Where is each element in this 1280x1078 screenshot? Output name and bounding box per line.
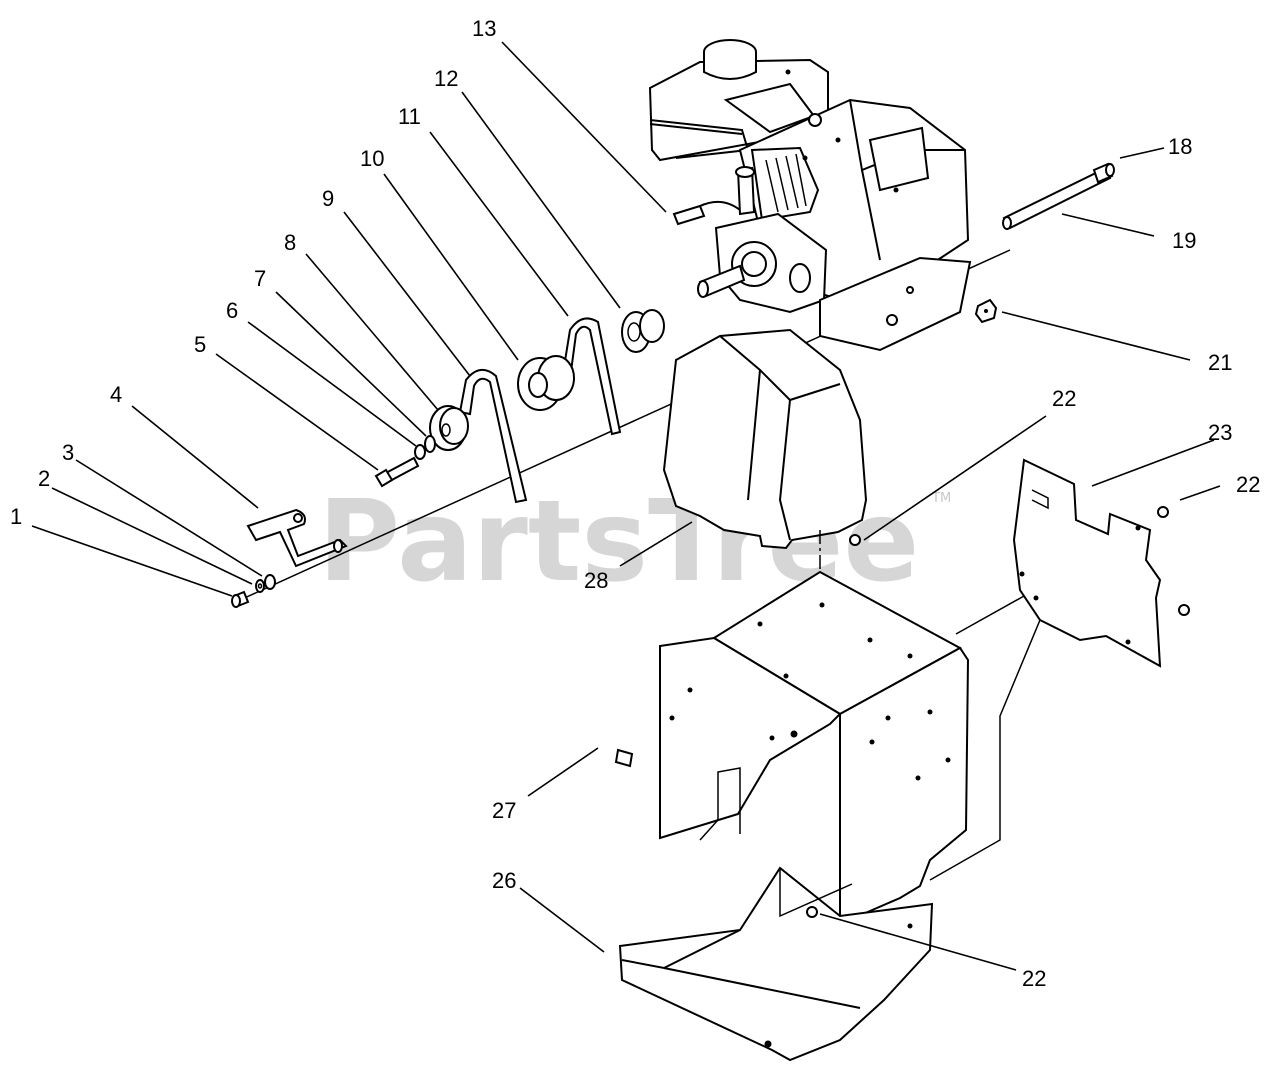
part-6-washer [414, 444, 426, 460]
callout-22-lower: 22 [1022, 966, 1046, 991]
callout-28: 28 [584, 568, 608, 593]
callout-2: 2 [38, 466, 50, 491]
part-1-screw [231, 590, 250, 608]
part-7-washer [424, 435, 436, 453]
engine [648, 39, 972, 352]
callout-labels: 1 2 3 4 5 6 7 8 9 10 11 12 13 18 19 21 2… [10, 16, 1260, 991]
part-12-pulley [621, 309, 665, 353]
frame-housing [659, 570, 970, 926]
leader-lines [31, 41, 1221, 971]
callout-4: 4 [110, 382, 122, 407]
part-22-screw-plate [1157, 506, 1190, 616]
callout-27: 27 [492, 798, 516, 823]
callout-21: 21 [1208, 350, 1232, 375]
part-9-belt [458, 369, 528, 504]
callout-13: 13 [472, 16, 496, 41]
part-3-washer [264, 574, 276, 590]
callout-10: 10 [360, 146, 384, 171]
part-22-screw-lower [806, 906, 818, 918]
callout-6: 6 [226, 298, 238, 323]
part-23-side-plate [929, 458, 1162, 881]
part-19-rod [1002, 166, 1112, 230]
callout-18: 18 [1168, 134, 1192, 159]
part-27-screw [614, 748, 634, 768]
part-28-belt-cover [662, 328, 868, 550]
callout-7: 7 [254, 266, 266, 291]
part-21-nut [974, 298, 998, 324]
watermark-tm: TM [931, 491, 951, 506]
callout-23: 23 [1208, 420, 1232, 445]
part-10-pulley [517, 355, 575, 411]
part-5-bolt [374, 456, 420, 488]
callout-12: 12 [434, 66, 458, 91]
part-26-bottom-shield [618, 866, 934, 1062]
callout-3: 3 [62, 440, 74, 465]
callout-9: 9 [322, 186, 334, 211]
part-13-fitting [672, 200, 741, 226]
callout-8: 8 [284, 230, 296, 255]
part-18-bushing [1092, 162, 1115, 184]
callout-1: 1 [10, 504, 22, 529]
part-8-flange [429, 405, 469, 451]
callout-22-upper: 22 [1052, 386, 1076, 411]
part-11-belt [558, 317, 622, 436]
callout-22-plate: 22 [1236, 472, 1260, 497]
part-22-screw-upper [849, 534, 861, 546]
part-4-bracket [246, 508, 348, 568]
callout-26: 26 [492, 868, 516, 893]
callout-5: 5 [194, 332, 206, 357]
callout-19: 19 [1172, 228, 1196, 253]
part-2-lockwasher [255, 579, 265, 593]
callout-11: 11 [398, 104, 421, 129]
